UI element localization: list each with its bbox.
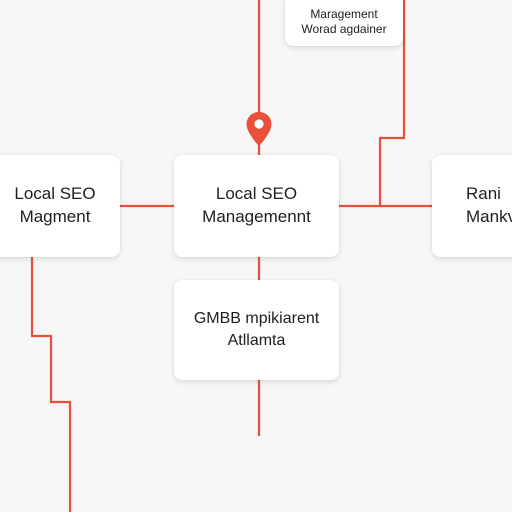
node-local-seo-management[interactable]: Local SEO Managemennt xyxy=(174,155,339,257)
node-bottom-line-1: GMBB mpikiarent xyxy=(193,310,320,328)
node-top-line-2: Worad agdainer xyxy=(301,22,387,37)
node-left-line-1: Local SEO xyxy=(14,184,96,204)
node-right-line-2: Mankv xyxy=(466,207,512,226)
node-left-line-2: Magment xyxy=(19,207,91,226)
node-top-line-1: Maragement xyxy=(310,6,378,21)
node-rank-right[interactable]: Rani Mankv xyxy=(432,155,512,257)
node-management-top[interactable]: Maragement Worad agdainer xyxy=(285,0,403,46)
node-bottom-line-2: Atllamta xyxy=(227,332,286,349)
map-pin-icon xyxy=(246,112,272,146)
node-local-seo-left[interactable]: Local SEO Magment xyxy=(0,155,120,257)
node-center-line-2: Managemennt xyxy=(202,207,311,226)
node-gmb-atlanta[interactable]: GMBB mpikiarent Atllamta xyxy=(174,280,339,380)
node-right-line-1: Rani xyxy=(466,184,501,204)
connector-left-down-step xyxy=(30,257,72,512)
connector-right-branch-up xyxy=(378,0,406,206)
node-center-line-1: Local SEO xyxy=(215,184,298,204)
